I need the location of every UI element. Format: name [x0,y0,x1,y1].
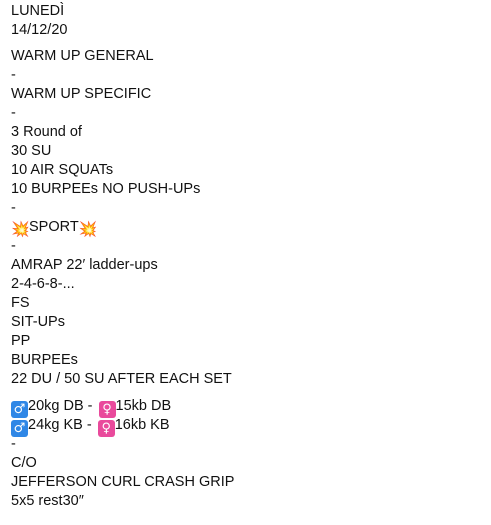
sport-heading: 💥SPORT💥 [11,218,98,238]
kb-weights-line: ♂24kg KB - ♀16kb KB [11,416,170,437]
amrap-line: AMRAP 22′ ladder-ups [11,257,158,273]
rounds-line: 3 Round of [11,124,82,140]
female-icon: ♀ [98,401,116,418]
situps-line: SIT-UPs [11,314,65,330]
kb-male-weight: 24kg KB - [28,417,96,433]
warmup-specific: WARM UP SPECIFIC [11,86,152,102]
jefferson-curl-line: JEFFERSON CURL CRASH GRIP [11,474,235,490]
day-label: LUNEDÌ [11,3,65,19]
fs-line: FS [11,295,30,311]
db-female-weight: 15kb DB [115,398,172,414]
burpees-line: BURPEEs [11,352,78,368]
separator: - [11,436,16,452]
pp-line: PP [11,333,31,349]
db-male-weight: 20kg DB - [28,398,97,414]
separator: - [11,238,16,254]
air-squats-line: 10 AIR SQUATs [11,162,114,178]
du-su-line: 22 DU / 50 SU AFTER EACH SET [11,371,232,387]
db-weights-line: ♂20kg DB - ♀15kb DB [11,397,172,418]
separator: - [11,105,16,121]
collision-icon: 💥 [11,221,30,238]
warmup-general: WARM UP GENERAL [11,48,154,64]
sets-line: 5x5 rest30″ [11,493,84,509]
separator: - [11,67,16,83]
collision-icon: 💥 [78,221,98,238]
male-icon: ♂ [11,401,28,418]
date-label: 14/12/20 [11,22,68,38]
separator: - [11,200,16,216]
kb-female-weight: 16kb KB [114,417,170,433]
sport-label: SPORT [29,219,79,235]
female-icon: ♀ [97,420,115,437]
ladder-line: 2-4-6-8-... [11,276,75,292]
male-icon: ♂ [11,420,28,437]
su-line: 30 SU [11,143,52,159]
co-line: C/O [11,455,37,471]
burpees-no-pushups-line: 10 BURPEEs NO PUSH-UPs [11,181,201,197]
